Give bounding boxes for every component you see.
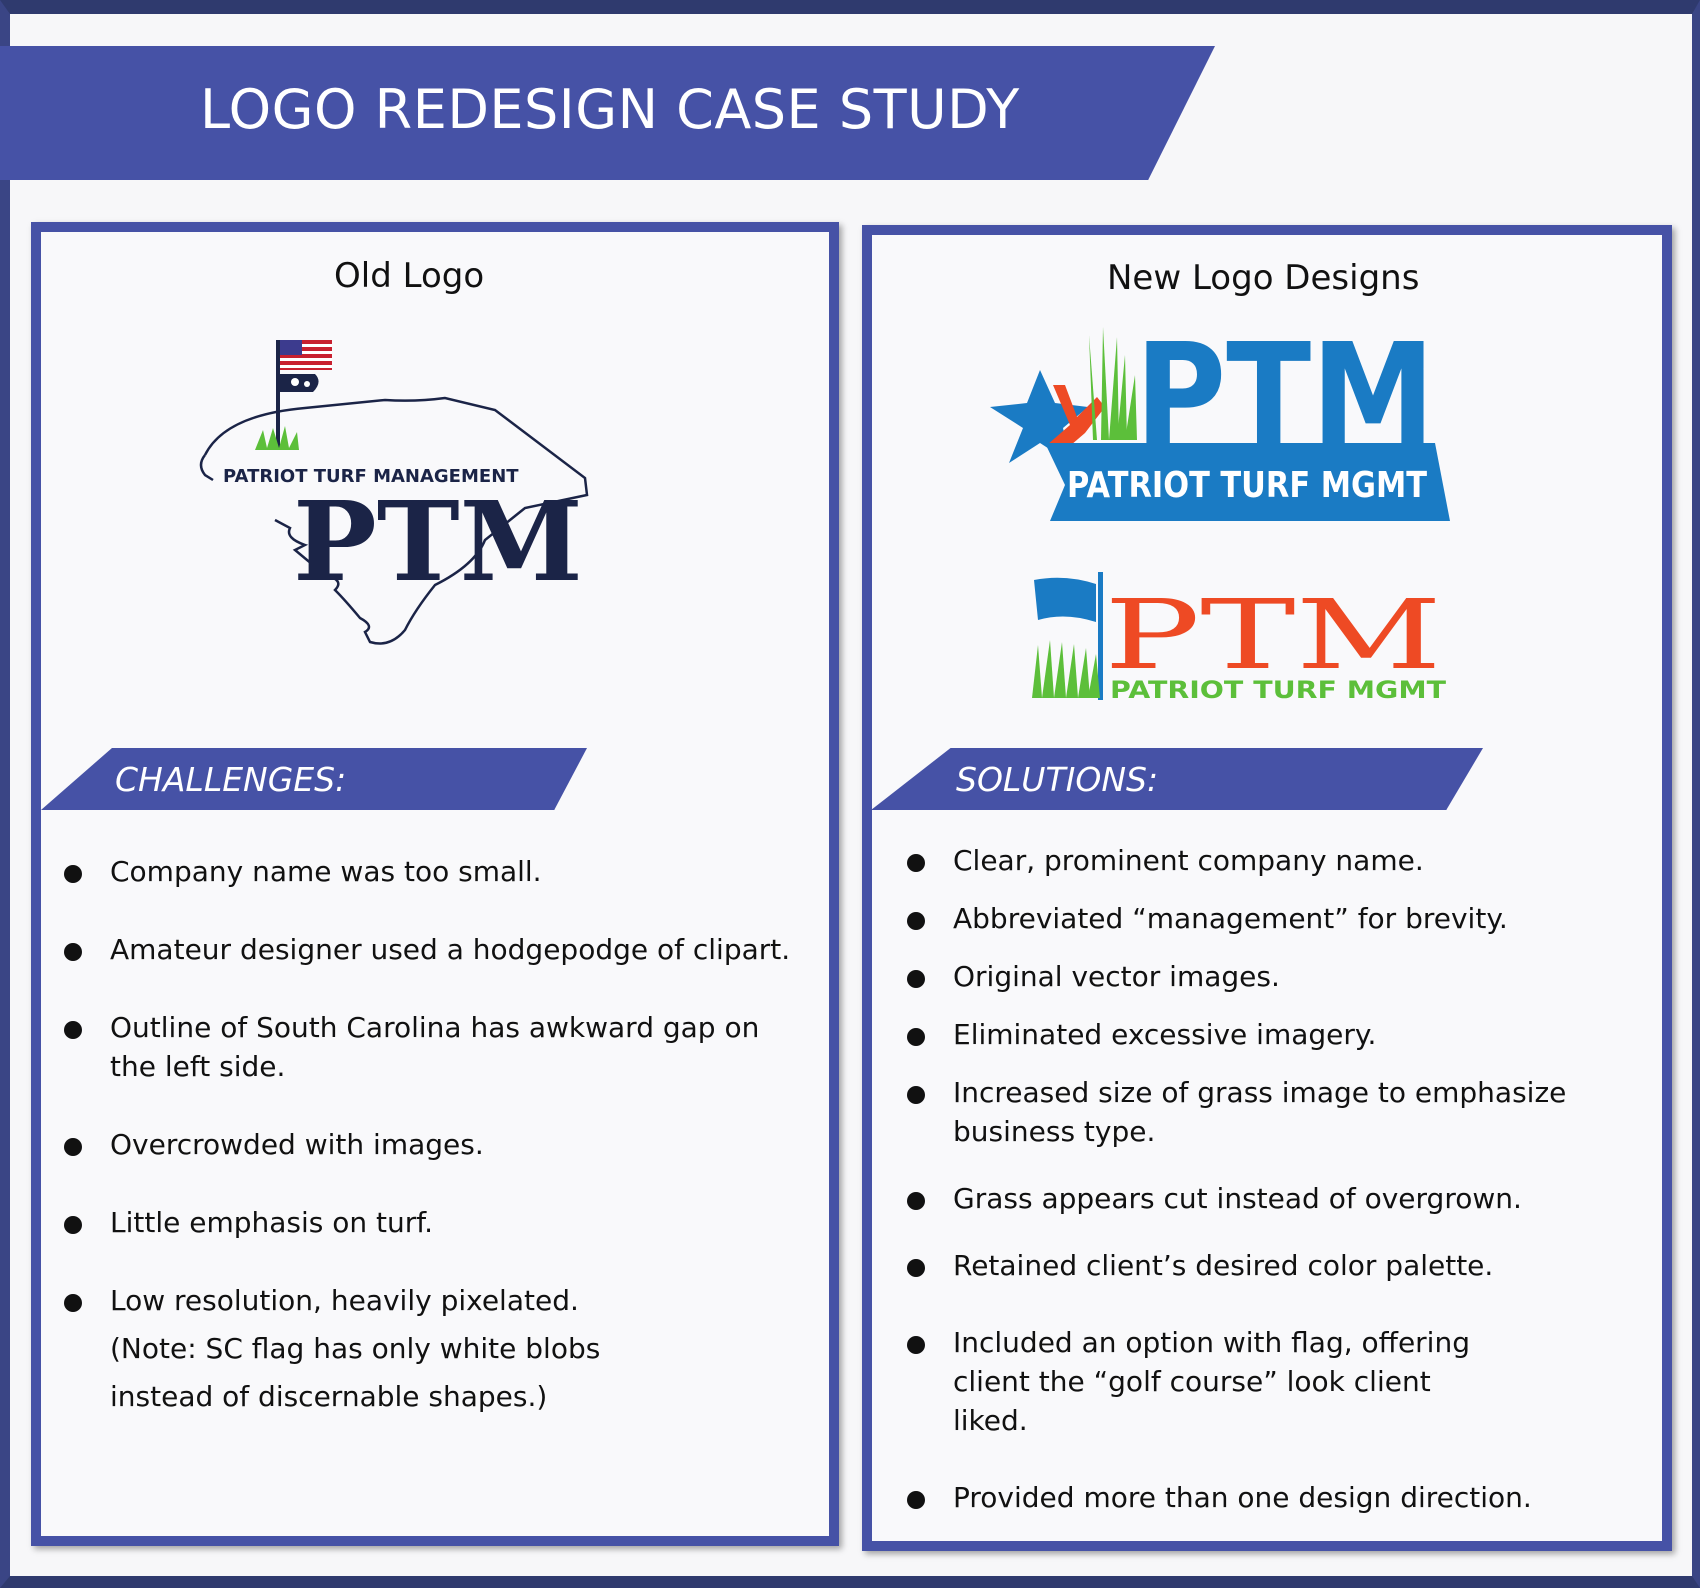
bullet-icon xyxy=(64,943,82,961)
bullet-icon xyxy=(907,1259,925,1277)
page-title: LOGO REDESIGN CASE STUDY xyxy=(200,78,1020,141)
bullet-icon xyxy=(64,1138,82,1156)
list-item: Clear, prominent company name. xyxy=(907,841,1573,880)
list-item: Outline of South Carolina has awkward ga… xyxy=(64,1008,810,1086)
solutions-tag xyxy=(871,748,1483,810)
list-item: Original vector images. xyxy=(907,957,1573,996)
challenges-list: Company name was too small. Amateur desi… xyxy=(64,852,810,1416)
list-item: Amateur designer used a hodgepodge of cl… xyxy=(64,930,810,969)
list-item: Eliminated excessive imagery. xyxy=(907,1015,1573,1054)
old-logo-heading: Old Logo xyxy=(334,256,485,296)
list-item: Overcrowded with images. xyxy=(64,1125,810,1164)
bullet-icon xyxy=(907,1028,925,1046)
south-carolina-outline xyxy=(203,396,589,645)
bullet-icon xyxy=(907,1491,925,1509)
note-line: (Note: SC flag has only white blobs xyxy=(110,1332,601,1365)
bullet-icon xyxy=(907,970,925,988)
title-banner xyxy=(0,46,1215,180)
challenges-label: CHALLENGES: xyxy=(115,760,347,799)
bullet-icon xyxy=(907,1086,925,1104)
old-logo-top-text: PATRIOT TURF MANAGEMENT xyxy=(223,466,519,487)
list-item: Low resolution, heavily pixelated. xyxy=(64,1281,810,1320)
bullet-icon xyxy=(64,1216,82,1234)
list-item: Company name was too small. xyxy=(64,852,810,891)
list-item: Abbreviated “management” for brevity. xyxy=(907,899,1573,938)
new-logo-one: PTM PATRIOT TURF MGMT xyxy=(990,325,1450,521)
old-logo-image: PATRIOT TURF MANAGEMENT PTM xyxy=(199,340,589,645)
bullet-icon xyxy=(907,1192,925,1210)
solutions-list: Clear, prominent company name. Abbreviat… xyxy=(907,841,1573,1517)
new-logo-two: PTM PATRIOT TURF MGMT xyxy=(1032,572,1447,704)
list-item: Increased size of grass image to emphasi… xyxy=(907,1073,1573,1151)
old-logo-panel xyxy=(31,222,839,1546)
bullet-icon xyxy=(907,1336,925,1354)
challenges-tag xyxy=(41,748,587,810)
bullet-icon xyxy=(64,865,82,883)
new-logo-heading: New Logo Designs xyxy=(1107,258,1420,298)
note-line: instead of discernable shapes.) xyxy=(110,1380,548,1413)
solutions-label: SOLUTIONS: xyxy=(956,760,1159,799)
new-logo-two-sub-text: PATRIOT TURF MGMT xyxy=(1110,676,1447,704)
old-logo-main-text: PTM xyxy=(293,477,583,606)
bullet-icon xyxy=(64,1294,82,1312)
bullet-icon xyxy=(907,912,925,930)
new-logo-two-main-text: PTM xyxy=(1104,579,1442,691)
list-item: Retained client’s desired color palette. xyxy=(907,1246,1573,1285)
list-item: Little emphasis on turf. xyxy=(64,1203,810,1242)
bullet-icon xyxy=(64,1021,82,1039)
list-item: Included an option with flag, offering c… xyxy=(907,1323,1493,1440)
bullet-icon xyxy=(907,854,925,872)
new-logo-one-sub-text: PATRIOT TURF MGMT xyxy=(1067,465,1427,506)
list-item: Provided more than one design direction. xyxy=(907,1478,1573,1517)
list-item: Grass appears cut instead of overgrown. xyxy=(907,1179,1573,1218)
flag-icon xyxy=(1034,577,1096,622)
